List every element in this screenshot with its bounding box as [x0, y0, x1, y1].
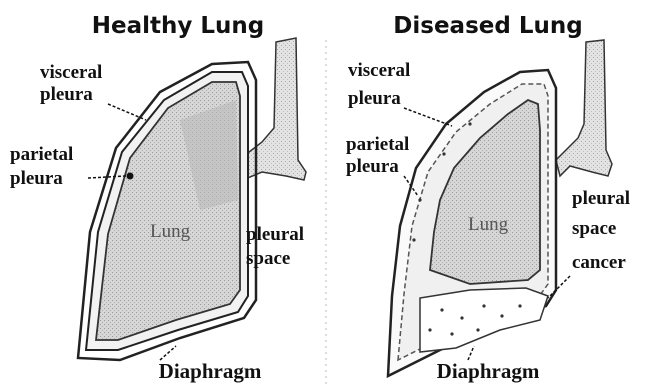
healthy-visceral-label-line1: visceral — [40, 62, 102, 83]
diseased-parietal-label-line1: parietal — [346, 134, 409, 155]
diseased-title: Diseased Lung — [393, 13, 582, 39]
diseased-visceral-label-line2: pleura — [348, 88, 401, 109]
diseased-lung-panel: Diseased Lung visceral pleura — [346, 13, 630, 383]
healthy-visceral-label-line2: pleura — [40, 84, 93, 105]
healthy-lung-illustration — [78, 38, 306, 360]
healthy-lung-panel: Healthy Lung visceral pleura parietal pl… — [10, 13, 306, 383]
healthy-parietal-label-line2: pleura — [10, 168, 63, 189]
diseased-pleural-space-label-line1: pleural — [572, 188, 630, 209]
cancer-mass — [420, 288, 548, 352]
healthy-parietal-label-line1: parietal — [10, 144, 73, 165]
diseased-diaphragm-label: Diaphragm — [437, 359, 540, 383]
healthy-lung-label: Lung — [150, 221, 191, 242]
diseased-bronchus — [556, 40, 612, 176]
diseased-pleural-space-label-line2: space — [572, 218, 616, 239]
diseased-lung-label: Lung — [468, 214, 509, 235]
diseased-cancer-label: cancer — [572, 252, 626, 273]
diseased-parietal-label-line2: pleura — [346, 156, 399, 177]
healthy-title: Healthy Lung — [92, 13, 265, 39]
diseased-visceral-label-line1: visceral — [348, 60, 410, 81]
healthy-diaphragm-label: Diaphragm — [159, 359, 262, 383]
healthy-pleural-space-label-line1: pleural — [246, 224, 304, 245]
healthy-pleural-space-label-line2: space — [246, 248, 290, 269]
